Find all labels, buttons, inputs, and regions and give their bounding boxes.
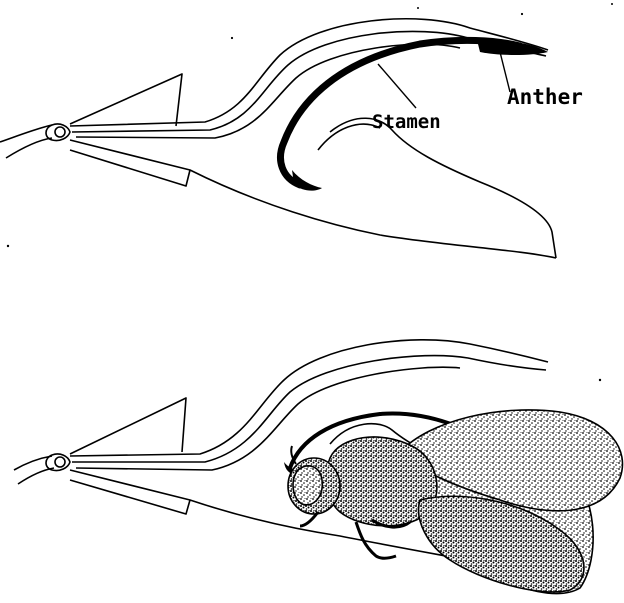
bottom-tube-bottom [70,470,190,514]
bee-eye [293,466,322,505]
top-tube-bottom2 [190,170,556,258]
stamen-leader-line [378,64,416,108]
top-flower [0,19,556,258]
bee [288,410,623,594]
top-stamen-base [292,170,322,191]
top-ovary [55,127,65,137]
top-lower-lip [330,118,556,258]
bottom-ovary [55,457,65,467]
stamen-label: Stamen [372,111,441,133]
top-calyx [70,74,182,126]
top-lower-lip-inner [318,124,380,150]
top-upper-lip-outer [70,19,548,126]
bottom-calyx [70,398,186,454]
top-upper-lip-inner [72,31,546,132]
anther-label: Anther [507,85,583,109]
bottom-stem-lower [18,468,54,484]
bottom-receptacle [46,454,70,471]
top-stem-lower [6,138,52,158]
print-specks [7,3,613,381]
top-tube-bottom [70,140,190,186]
top-anther [478,41,548,55]
